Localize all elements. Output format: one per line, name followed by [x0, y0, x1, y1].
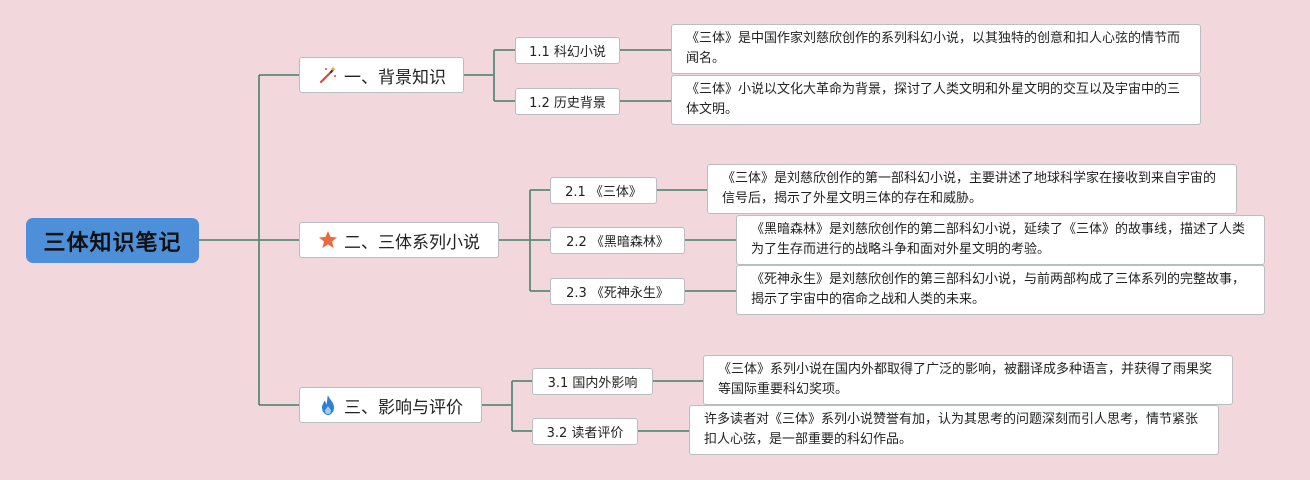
subtopic-label: 1.2 历史背景: [529, 96, 606, 111]
leaf-text: 《三体》是中国作家刘慈欣创作的系列科幻小说，以其独特的创意和扣人心弦的情节而闻名…: [686, 31, 1181, 66]
leaf-text: 《三体》系列小说在国内外都取得了广泛的影响，被翻译成多种语言，并获得了雨果奖等国…: [718, 362, 1213, 397]
leaf-note[interactable]: 《三体》系列小说在国内外都取得了广泛的影响，被翻译成多种语言，并获得了雨果奖等国…: [703, 355, 1233, 405]
star-icon: [316, 228, 340, 252]
subtopic-label: 1.1 科幻小说: [529, 45, 606, 60]
branch-impact[interactable]: 三、影响与评价: [299, 387, 482, 423]
subtopic-historical-background[interactable]: 1.2 历史背景: [515, 88, 620, 115]
leaf-note[interactable]: 《死神永生》是刘慈欣创作的第三部科幻小说，与前两部构成了三体系列的完整故事，揭示…: [736, 265, 1265, 315]
subtopic-reader-reviews[interactable]: 3.2 读者评价: [532, 418, 638, 445]
leaf-text: 《黑暗森林》是刘慈欣创作的第二部科幻小说，延续了《三体》的故事线，描述了人类为了…: [751, 222, 1246, 257]
subtopic-three-body[interactable]: 2.1 《三体》: [550, 177, 657, 204]
subtopic-label: 2.3 《死神永生》: [566, 286, 669, 301]
root-topic[interactable]: 三体知识笔记: [26, 218, 199, 263]
subtopic-influence[interactable]: 3.1 国内外影响: [532, 368, 653, 395]
leaf-text: 许多读者对《三体》系列小说赞誉有加，认为其思考的问题深刻而引人思考，情节紧张扣人…: [704, 412, 1199, 447]
leaf-note[interactable]: 《黑暗森林》是刘慈欣创作的第二部科幻小说，延续了《三体》的故事线，描述了人类为了…: [736, 215, 1265, 265]
subtopic-label: 3.1 国内外影响: [547, 376, 638, 391]
leaf-text: 《三体》小说以文化大革命为背景，探讨了人类文明和外星文明的交互以及宇宙中的三体文…: [686, 82, 1181, 117]
leaf-note[interactable]: 许多读者对《三体》系列小说赞誉有加，认为其思考的问题深刻而引人思考，情节紧张扣人…: [689, 405, 1219, 455]
subtopic-label: 2.2 《黑暗森林》: [566, 235, 669, 250]
leaf-note[interactable]: 《三体》小说以文化大革命为背景，探讨了人类文明和外星文明的交互以及宇宙中的三体文…: [671, 75, 1201, 125]
branch-background[interactable]: 一、背景知识: [299, 57, 464, 93]
leaf-text: 《三体》是刘慈欣创作的第一部科幻小说，主要讲述了地球科学家在接收到来自宇宙的信号…: [722, 171, 1217, 206]
subtopic-label: 2.1 《三体》: [565, 185, 642, 200]
branch-trilogy[interactable]: 二、三体系列小说: [299, 222, 499, 258]
branch-label: 三、影响与评价: [344, 397, 463, 418]
branch-label: 二、三体系列小说: [344, 232, 480, 253]
leaf-note[interactable]: 《三体》是刘慈欣创作的第一部科幻小说，主要讲述了地球科学家在接收到来自宇宙的信号…: [707, 164, 1237, 214]
fire-icon: [316, 393, 340, 417]
subtopic-label: 3.2 读者评价: [546, 426, 624, 441]
subtopic-deaths-end[interactable]: 2.3 《死神永生》: [550, 278, 685, 305]
leaf-note[interactable]: 《三体》是中国作家刘慈欣创作的系列科幻小说，以其独特的创意和扣人心弦的情节而闻名…: [671, 24, 1201, 74]
subtopic-dark-forest[interactable]: 2.2 《黑暗森林》: [550, 227, 685, 254]
subtopic-sci-fi-novel[interactable]: 1.1 科幻小说: [515, 37, 620, 64]
leaf-text: 《死神永生》是刘慈欣创作的第三部科幻小说，与前两部构成了三体系列的完整故事，揭示…: [751, 272, 1246, 307]
magic-wand-icon: [316, 63, 340, 87]
branch-label: 一、背景知识: [344, 67, 446, 88]
